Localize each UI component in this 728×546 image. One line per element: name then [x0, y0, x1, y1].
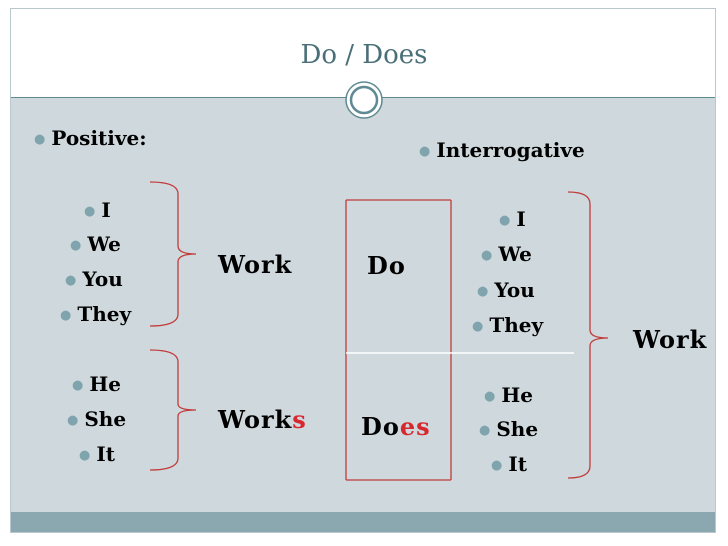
- slide-footer-bar: [11, 512, 715, 532]
- bullet-icon: ●: [79, 448, 91, 463]
- pronoun: It: [96, 442, 115, 466]
- list-item: ● You: [65, 268, 123, 292]
- list-item: ● You: [477, 279, 535, 303]
- bullet-icon: ●: [491, 458, 503, 473]
- bracket-interrogative: [567, 191, 609, 479]
- bracket-positive-group1: [149, 181, 197, 327]
- positive-heading: ● Positive:: [34, 127, 147, 151]
- auxiliary-base: Do: [361, 412, 400, 441]
- interrogative-heading: ● Interrogative: [419, 139, 585, 163]
- interrogative-heading-text: Interrogative: [436, 138, 585, 162]
- bullet-icon: ●: [34, 132, 46, 147]
- verb-work: Work: [218, 250, 293, 279]
- bullet-icon: ●: [472, 319, 484, 334]
- bullet-icon: ●: [477, 284, 489, 299]
- pronoun: They: [489, 313, 544, 337]
- interrogative-verb-work: Work: [633, 325, 708, 354]
- list-item: ● She: [479, 418, 538, 442]
- pronoun: You: [494, 278, 535, 302]
- list-item: ● They: [60, 303, 131, 327]
- bullet-icon: ●: [479, 423, 491, 438]
- bullet-icon: ●: [65, 273, 77, 288]
- auxiliary-suffix: es: [399, 412, 431, 441]
- bullet-icon: ●: [67, 413, 79, 428]
- pronoun: She: [496, 417, 539, 441]
- list-item: ● He: [484, 384, 533, 408]
- bullet-icon: ●: [72, 378, 84, 393]
- list-item: ● We: [70, 233, 121, 257]
- verb-suffix: s: [292, 405, 307, 434]
- slide-content-area: [11, 98, 715, 512]
- pronoun: We: [87, 232, 121, 256]
- pronoun: I: [101, 198, 111, 222]
- circle-ornament-icon: [345, 81, 383, 119]
- bullet-icon: ●: [481, 248, 493, 263]
- bracket-positive-group2: [149, 349, 197, 471]
- verb-base: Work: [218, 405, 293, 434]
- list-item: ● It: [491, 453, 527, 477]
- bullet-icon: ●: [84, 204, 96, 219]
- auxiliary-do: Do: [367, 251, 406, 280]
- bullet-icon: ●: [499, 213, 511, 228]
- pronoun: It: [508, 452, 527, 476]
- slide-title: Do / Does: [300, 40, 428, 70]
- pronoun: You: [82, 267, 123, 291]
- list-item: ● He: [72, 373, 121, 397]
- pronoun: He: [89, 372, 121, 396]
- bullet-icon: ●: [70, 238, 82, 253]
- list-item: ●I: [84, 199, 111, 223]
- list-item: ● They: [472, 314, 543, 338]
- pronoun: They: [77, 302, 132, 326]
- pronoun: I: [516, 207, 526, 231]
- auxiliary-does: Does: [361, 415, 431, 439]
- pronoun: He: [501, 383, 533, 407]
- positive-heading-text: Positive:: [51, 126, 147, 150]
- pronoun: She: [84, 407, 127, 431]
- pronoun: We: [498, 242, 532, 266]
- bullet-icon: ●: [484, 389, 496, 404]
- list-item: ● It: [79, 443, 115, 467]
- list-item: ● We: [481, 243, 532, 267]
- slide-frame: [10, 8, 716, 533]
- bullet-icon: ●: [60, 308, 72, 323]
- list-item: ● She: [67, 408, 126, 432]
- verb-works: Works: [218, 408, 307, 432]
- bullet-icon: ●: [419, 144, 431, 159]
- list-item: ●I: [499, 208, 526, 232]
